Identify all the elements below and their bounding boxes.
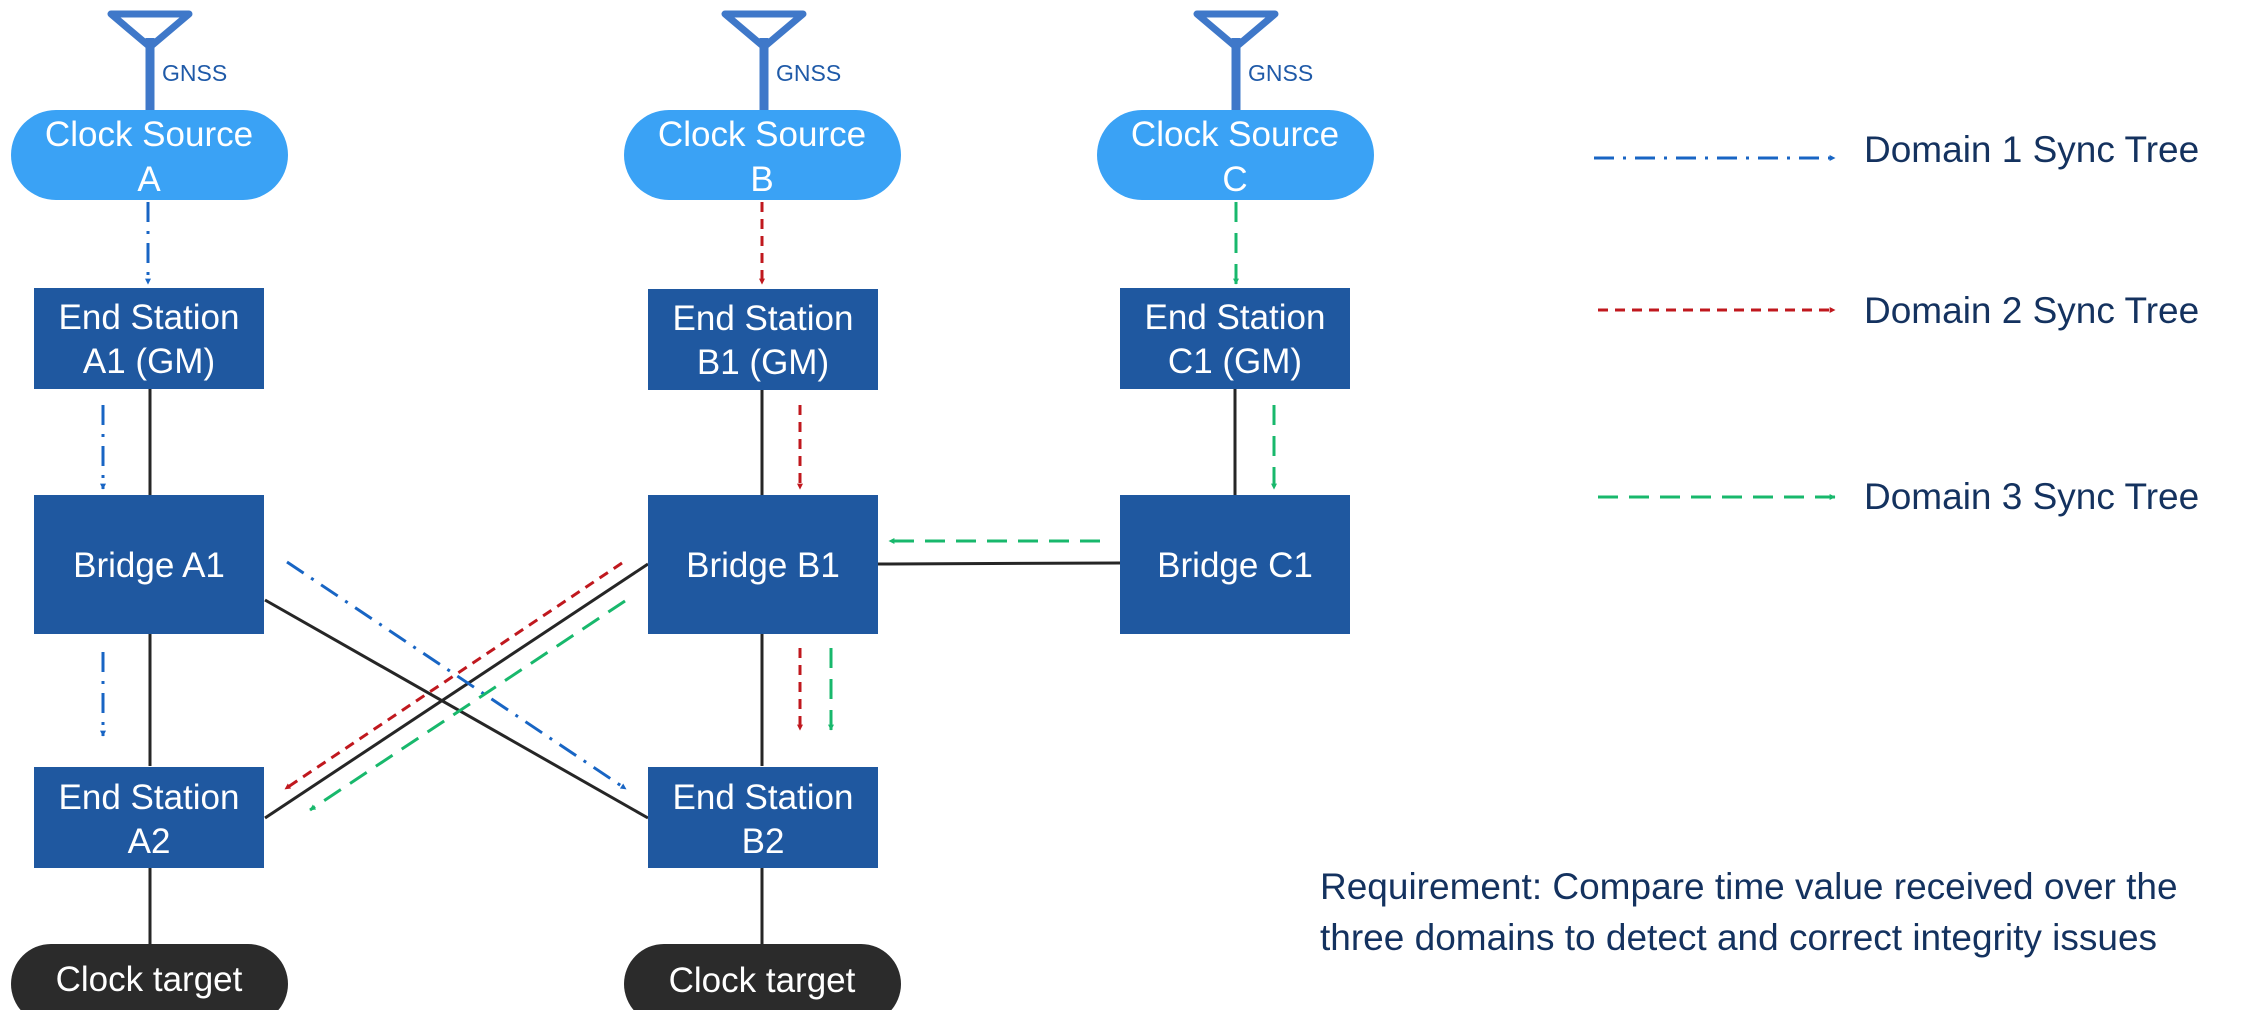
end-station-id: A1 (GM) [83, 342, 215, 381]
bridge-b1: Bridge B1 [648, 495, 878, 634]
legend-label: Domain 3 Sync Tree [1864, 476, 2199, 517]
gnss-antenna-a: GNSS [107, 10, 227, 112]
clock-source-id: B [750, 160, 773, 199]
end-station-a2: End Station A2 [34, 767, 264, 868]
gnss-label: GNSS [1248, 60, 1313, 86]
domain-1-sync-paths [100, 202, 627, 791]
gnss-antenna-icon [1193, 10, 1279, 112]
gnss-label: GNSS [776, 60, 841, 86]
end-station-id: B2 [742, 822, 785, 861]
clock-target-label: Clock target [56, 960, 243, 999]
end-station-label: End Station [673, 299, 854, 338]
link-bridge-b1-bridge-c1 [877, 561, 1121, 566]
clock-source-c: Clock Source C [1097, 110, 1374, 200]
end-station-label: End Station [59, 778, 240, 817]
link-bridge-a1-es-b2 [264, 598, 649, 820]
legend-label: Domain 2 Sync Tree [1864, 290, 2199, 331]
gnss-label: GNSS [162, 60, 227, 86]
clock-source-label: Clock Source [45, 115, 253, 154]
clock-source-id: C [1222, 160, 1247, 199]
bridge-a1: Bridge A1 [34, 495, 264, 634]
bridge-c1: Bridge C1 [1120, 495, 1350, 634]
requirement-line-1: Requirement: Compare time value received… [1320, 866, 2178, 907]
domain-3-sync-paths [309, 202, 1277, 812]
end-station-id: C1 (GM) [1168, 342, 1302, 381]
end-station-label: End Station [673, 778, 854, 817]
requirement-line-2: three domains to detect and correct inte… [1320, 917, 2157, 958]
bridge-label: Bridge B1 [686, 546, 840, 585]
legend: Domain 1 Sync Tree Domain 2 Sync Tree Do… [1594, 129, 2199, 517]
requirement-note: Requirement: Compare time value received… [1320, 866, 2178, 958]
clock-target-left: Clock target [11, 944, 288, 1010]
end-station-b2: End Station B2 [648, 767, 878, 868]
gnss-antenna-icon [721, 10, 807, 112]
legend-item-domain-3: Domain 3 Sync Tree [1598, 476, 2199, 517]
clock-source-label: Clock Source [658, 115, 866, 154]
domain-2-sync-paths [284, 202, 803, 791]
clock-target-middle: Clock target [624, 944, 901, 1010]
end-station-a1: End Station A1 (GM) [34, 288, 264, 389]
end-station-id: A2 [128, 822, 171, 861]
end-station-b1: End Station B1 (GM) [648, 289, 878, 390]
bridge-label: Bridge A1 [73, 546, 225, 585]
end-station-id: B1 (GM) [697, 343, 829, 382]
clock-target-label: Clock target [669, 961, 856, 1000]
clock-source-label: Clock Source [1131, 115, 1339, 154]
bridge-label: Bridge C1 [1157, 546, 1313, 585]
network-links [148, 388, 1237, 944]
legend-item-domain-1: Domain 1 Sync Tree [1594, 129, 2199, 170]
link-bridge-b1-es-a2 [264, 562, 649, 820]
domain-3-arrow-bridge-b1-to-es-a2 [309, 599, 626, 812]
gnss-antenna-c: GNSS [1193, 10, 1313, 112]
gnss-antenna-icon [107, 10, 193, 112]
legend-item-domain-2: Domain 2 Sync Tree [1598, 290, 2199, 331]
clock-source-id: A [137, 160, 161, 199]
gnss-antenna-b: GNSS [721, 10, 841, 112]
domain-2-arrow-bridge-b1-to-es-a2 [284, 561, 623, 791]
clock-source-b: Clock Source B [624, 110, 901, 200]
end-station-label: End Station [59, 298, 240, 337]
clock-source-a: Clock Source A [11, 110, 288, 200]
domain-1-arrow-bridge-a1-to-es-b2 [286, 560, 627, 791]
end-station-c1: End Station C1 (GM) [1120, 288, 1350, 389]
end-station-label: End Station [1145, 298, 1326, 337]
legend-label: Domain 1 Sync Tree [1864, 129, 2199, 170]
